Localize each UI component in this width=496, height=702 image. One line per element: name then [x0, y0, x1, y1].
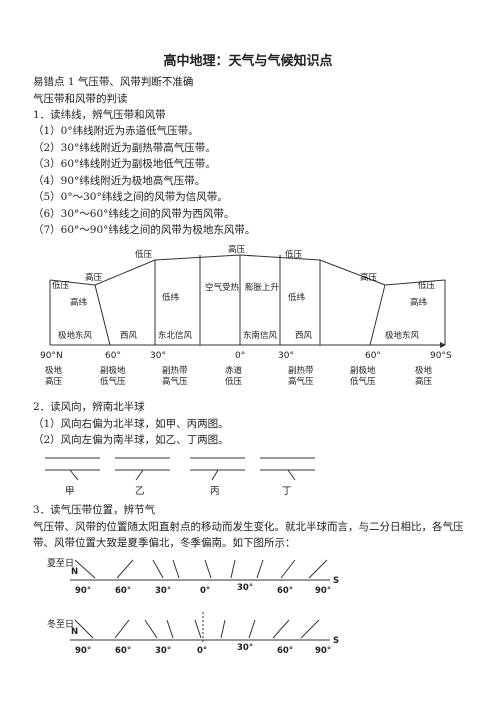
belt-name: 副极地 [100, 365, 126, 376]
lat-tick: 90° [75, 586, 91, 596]
label-s: S [333, 576, 339, 586]
label-low: 低压 [135, 249, 153, 260]
lat-tick: 30° [155, 646, 171, 656]
label-n: N [71, 627, 78, 637]
cell-text: 高纬 [70, 297, 88, 308]
wind-label: 西风 [120, 331, 138, 341]
lat-tick: 90° [315, 646, 331, 656]
belt-name: 极地 [45, 365, 63, 376]
cell-text: 膨胀上升 [245, 282, 280, 293]
lat-tick: 90° [75, 646, 91, 656]
belt-name: 高气压 [288, 376, 314, 387]
subheading: 气压带和风带的判读 [33, 93, 128, 105]
wind-label: 东北信风 [158, 330, 193, 341]
label-high: 高压 [85, 272, 103, 283]
label-low: 低压 [418, 280, 436, 291]
list-item: （1）0°纬线附近为赤道低气压带。 [33, 125, 199, 137]
belt-name: 低气压 [100, 376, 126, 387]
lat-tick: 60° [105, 351, 121, 361]
label-high: 高压 [360, 272, 378, 283]
lat-tick: 60° [115, 646, 131, 656]
list-item: （3）60°纬线附近为副极地低气压带。 [33, 158, 216, 170]
wind-direction-diagrams: 甲 乙 丙 丁 [45, 457, 315, 497]
label-s: S [333, 636, 339, 646]
list-item: （2）30°纬线附近为副热带高气压带。 [33, 142, 216, 154]
belt-name: 赤道 [225, 365, 243, 376]
lat-tick: 0° [235, 351, 245, 361]
cell-text: 低纬 [288, 292, 306, 303]
wind-label: 甲 [65, 486, 75, 497]
list-item: （7）60°～90°纬线之间的风带为极地东风带。 [33, 224, 256, 236]
cell-text: 高纬 [410, 297, 428, 308]
wind-label: 乙 [135, 486, 145, 497]
label-winter: 冬至日 [47, 618, 74, 630]
wind-label: 西风 [295, 331, 313, 341]
lat-tick: 90°S [430, 351, 452, 361]
lat-tick: 90° [315, 586, 331, 596]
label-low: 低压 [285, 249, 303, 260]
list-item: （4）90°纬线附近为极地高气压带。 [33, 175, 206, 187]
belt-name: 极地 [415, 365, 433, 376]
lat-tick: 60° [365, 351, 381, 361]
lat-tick: 30° [237, 583, 253, 593]
seasonal-shift-diagram: 夏至日 冬至日 N S N S 90° 60° 30° 0° 30° 60° 9… [47, 558, 339, 656]
step-2: 2．读风向，辨南北半球 [33, 401, 145, 413]
wind-label: 丁 [282, 486, 292, 497]
section-heading: 易错点 1 气压带、风带判断不准确 [33, 76, 194, 88]
lat-tick: 60° [277, 586, 293, 596]
lat-tick: 30° [278, 351, 294, 361]
wind-label: 丙 [210, 486, 220, 497]
cell-text: 空气受热 [205, 282, 240, 293]
wind-label: 极地东风 [385, 330, 420, 341]
wind-label: 东南信风 [243, 330, 278, 341]
belt-name: 低压 [225, 376, 243, 387]
cell-text: 低纬 [162, 292, 180, 303]
belt-name: 副极地 [350, 365, 376, 376]
lat-tick: 60° [277, 646, 293, 656]
lat-tick: 90°N [40, 351, 63, 361]
pressure-belt-diagram: 低压 高压 低压 高压 低压 高压 低压 极地东风 西风 东北信风 东南信风 西… [40, 244, 452, 387]
belt-name: 副热带 [288, 365, 314, 376]
label-low: 低压 [52, 280, 70, 291]
label-summer: 夏至日 [47, 558, 74, 569]
page-title: 高中地理：天气与气候知识点 [163, 54, 333, 69]
list-item: （2）风向左偏为南半球，如乙、丁两图。 [33, 434, 229, 446]
belt-name: 副热带 [162, 365, 188, 376]
paragraph: 气压带、风带的位置随太阳直射点的移动而发生变化。就北半球而言，与二分日相比，各气… [33, 521, 464, 549]
lat-tick: 30° [155, 586, 171, 596]
list-item: （5）0°～30°纬线之间的风带为信风带。 [33, 191, 228, 203]
list-item: （6）30°～60°纬线之间的风带为西风带。 [33, 208, 235, 220]
step-1: 1．读纬线，辨气压带和风带 [33, 109, 166, 121]
wind-label: 极地东风 [58, 330, 93, 341]
label-n: N [71, 567, 78, 577]
lat-tick: 30° [150, 351, 166, 361]
belt-name: 高压 [415, 376, 433, 387]
belt-name: 高压 [45, 376, 63, 387]
label-high: 高压 [228, 244, 246, 255]
belt-name: 低气压 [350, 376, 376, 387]
lat-tick: 0° [200, 586, 210, 596]
list-item: （1）风向右偏为北半球，如甲、丙两图。 [33, 418, 229, 430]
lat-tick: 30° [237, 643, 253, 653]
belt-name: 高气压 [162, 376, 188, 387]
lat-tick: 0° [197, 646, 207, 656]
step-3: 3．读气压带位置，辨节气 [33, 504, 156, 516]
lat-tick: 60° [115, 586, 131, 596]
